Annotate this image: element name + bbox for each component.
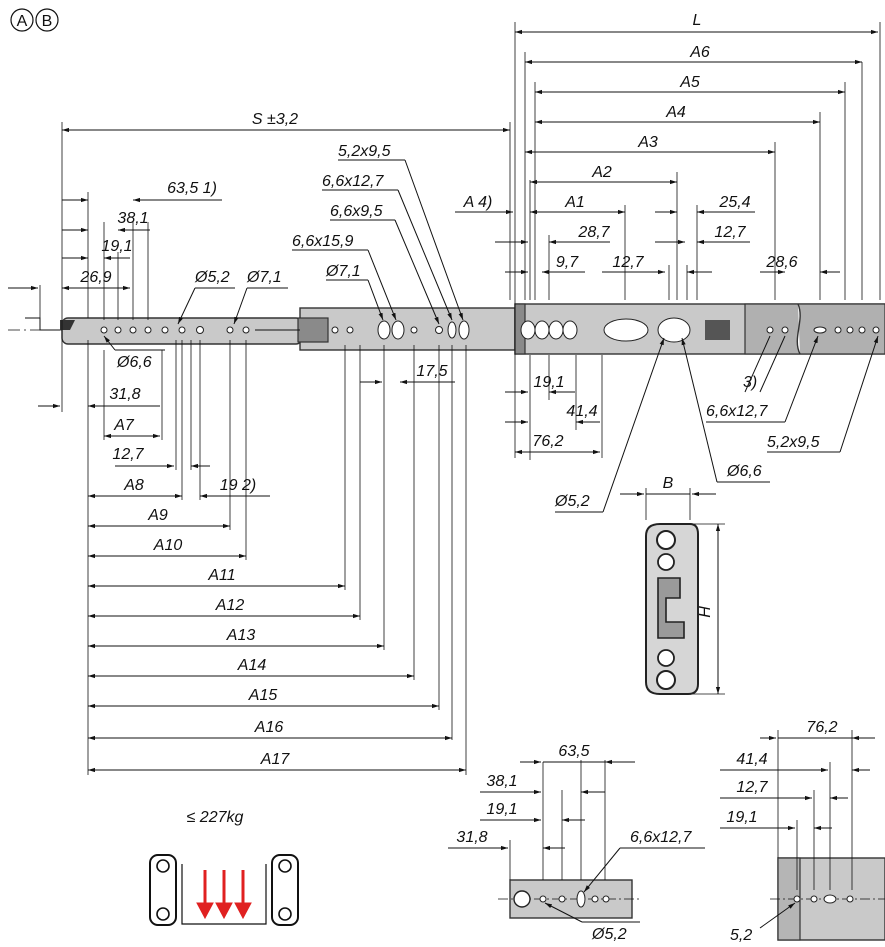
detail-callout-dia: Ø5,2	[591, 926, 627, 943]
dim-rear-76-2: 76,2	[532, 433, 563, 450]
dim-B: B	[663, 475, 674, 492]
detail-dim-63-5: 63,5	[558, 743, 589, 760]
dim-28-7: 28,7	[577, 224, 610, 241]
callout-front-dia-6-6: Ø6,6	[116, 354, 152, 371]
dim-A2: A2	[591, 164, 612, 181]
dim-front-38-1: 38,1	[117, 210, 148, 227]
dim-25-4: 25,4	[718, 194, 750, 211]
dim-A5: A5	[679, 74, 700, 91]
mark-a-label: A	[17, 13, 28, 30]
detail-rear-view: 76,2 41,4 12,7 19,1 5,2	[720, 719, 885, 944]
load-rating: ≤ 227kg	[149, 809, 299, 926]
dim-A13: A13	[226, 627, 256, 644]
dim-9-7: 9,7	[556, 254, 579, 271]
load-capacity-label: ≤ 227kg	[187, 809, 244, 826]
dim-17-5: 17,5	[416, 363, 447, 380]
dim-L: L	[693, 12, 702, 29]
callout-mid-6-6x12-7: 6,6x12,7	[322, 173, 384, 190]
dim-12-7-a: 12,7	[612, 254, 644, 271]
detail-dim-41-4: 41,4	[736, 751, 767, 768]
down-arrow-icon	[196, 870, 252, 920]
detail-front-view: 63,5 38,1 19,1 31,8 6,6x12,7 Ø5,2	[448, 743, 705, 943]
material-marks: A B	[10, 8, 59, 32]
dim-19-note: 19 2)	[220, 477, 256, 494]
dim-A1: A1	[564, 194, 585, 211]
front-holes	[100, 326, 300, 334]
dim-A12: A12	[215, 597, 245, 614]
dim-A17: A17	[260, 751, 291, 768]
dim-12-7-b: 12,7	[714, 224, 746, 241]
detail-dim-19-1: 19,1	[486, 801, 517, 818]
front-top-dimensions: 63,5 1) 38,1 19,1 26,9 Ø5,2 Ø7,1	[8, 180, 288, 325]
profile-cross-section: B H	[620, 475, 725, 695]
callout-front-dia-5-2: Ø5,2	[194, 269, 230, 286]
dim-A7: A7	[113, 417, 135, 434]
a-series-dimensions: A9 A10 A11 A12 A13 A14 A15 A16 A17	[87, 340, 467, 775]
dim-31-8: 31,8	[109, 386, 140, 403]
rear-callouts: 3) 6,6x12,7 5,2x9,5 Ø6,6 Ø5,2	[554, 335, 879, 513]
dim-A3: A3	[637, 134, 658, 151]
detail-dim-19-1: 19,1	[726, 809, 757, 826]
detail-dim-31-8: 31,8	[456, 829, 487, 846]
callout-mid-dia-7-1: Ø7,1	[325, 263, 361, 280]
rear-holes	[520, 317, 880, 343]
dim-A15: A15	[248, 687, 278, 704]
rear-dimensions: L A6 A5 A4 A3 A2 A1 A 4) 28,7 9,7	[455, 12, 881, 458]
callout-mid-6-6x9-5: 6,6x9,5	[330, 203, 383, 220]
dim-A4: A4	[665, 104, 686, 121]
mark-b-label: B	[42, 13, 53, 30]
dim-front-63-5: 63,5 1)	[167, 180, 217, 197]
dim-rear-41-4: 41,4	[566, 403, 597, 420]
dim-28-6: 28,6	[765, 254, 797, 271]
dim-S: S ±3,2	[252, 111, 298, 128]
callout-dia-5-2: Ø5,2	[554, 493, 590, 510]
dim-H: H	[697, 606, 714, 618]
dim-12-7: 12,7	[112, 446, 144, 463]
note-3: 3)	[743, 374, 757, 391]
callout-slot-6-6x12-7: 6,6x12,7	[706, 403, 768, 420]
detail-dim-12-7: 12,7	[736, 779, 768, 796]
dim-A16: A16	[254, 719, 284, 736]
front-bottom-dimensions: Ø6,6 31,8 A7 12,7 A8 19 2)	[38, 335, 270, 500]
middle-holes	[331, 320, 470, 340]
detail-dim-38-1: 38,1	[486, 773, 517, 790]
callout-dia-6-6: Ø6,6	[726, 463, 762, 480]
dim-A4-note: A 4)	[463, 194, 493, 211]
detail-dim-76-2: 76,2	[806, 719, 837, 736]
dim-rear-19-1: 19,1	[533, 374, 564, 391]
dim-A14: A14	[237, 657, 267, 674]
dim-front-19-1: 19,1	[101, 238, 132, 255]
dim-A11: A11	[207, 567, 235, 584]
callout-slot-5-2x9-5: 5,2x9,5	[767, 434, 820, 451]
slide-rail-side-view	[8, 303, 885, 355]
dim-A9: A9	[147, 507, 168, 524]
callout-mid-6-6x15-9: 6,6x15,9	[292, 233, 353, 250]
callout-front-dia-7-1: Ø7,1	[246, 269, 282, 286]
dim-A8: A8	[123, 477, 144, 494]
detail-callout-5-2: 5,2	[730, 927, 752, 944]
rear-bottom-dimensions: 19,1 41,4 76,2	[505, 355, 603, 460]
dim-front-26-9: 26,9	[79, 269, 111, 286]
dim-A6: A6	[689, 44, 710, 61]
middle-dimensions: S ±3,2 5,2x9,5 6,6x12,7 6,6x9,5 6,6x15,9…	[61, 111, 511, 412]
detail-callout-slot: 6,6x12,7	[630, 829, 692, 846]
dim-A10: A10	[153, 537, 183, 554]
callout-mid-5-2x9-5: 5,2x9,5	[338, 143, 391, 160]
